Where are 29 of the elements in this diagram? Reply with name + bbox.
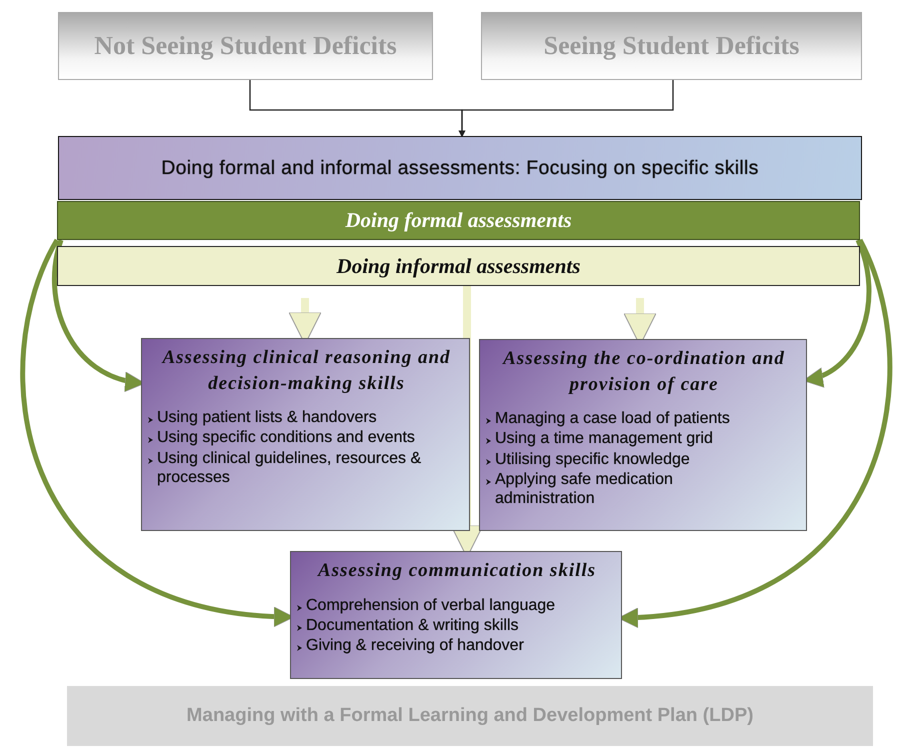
bullet-text: Using specific conditions and events — [157, 428, 415, 448]
process-box — [58, 136, 862, 200]
process-box — [481, 12, 862, 80]
heading: Managing with a Formal Learning and Development Plan (LDP) — [186, 705, 754, 727]
heading: Assessing the co-ordination and provision of care — [501, 347, 786, 397]
heading: Assessing clinical reasoning and decision-making skills — [160, 346, 452, 396]
skill-card — [141, 338, 470, 531]
arrow — [458, 80, 674, 138]
skill-card — [290, 551, 622, 679]
heading: Doing informal assessments — [336, 254, 580, 278]
skill-card — [479, 339, 807, 531]
bullet-text: Using patient lists & handovers — [157, 408, 377, 428]
bullet-text: Utilising specific knowledge — [495, 450, 690, 469]
heading: Doing formal assessments — [345, 208, 572, 233]
heading: Not Seeing Student Deficits — [94, 31, 397, 61]
bullet-text: Using a time management grid — [495, 429, 713, 449]
heading: Seeing Student Deficits — [544, 31, 800, 61]
bullet-text: Comprehension of verbal language — [306, 596, 556, 615]
bullet-text: Giving & receiving of handover — [306, 636, 524, 656]
bullet-text: Documentation & writing skills — [306, 616, 519, 636]
process-box — [58, 12, 433, 80]
bullet-text: Using clinical guidelines, resources & processes — [157, 448, 422, 488]
heading: Doing formal and informal assessments: Focusing on specific skills — [161, 156, 759, 180]
band — [57, 246, 860, 286]
bullet-text: Applying safe medication administration — [495, 470, 674, 508]
band — [57, 201, 860, 240]
bullet-text: Managing a case load of patients — [495, 409, 730, 428]
process-box — [67, 686, 873, 746]
heading: Assessing communication skills — [316, 559, 598, 583]
